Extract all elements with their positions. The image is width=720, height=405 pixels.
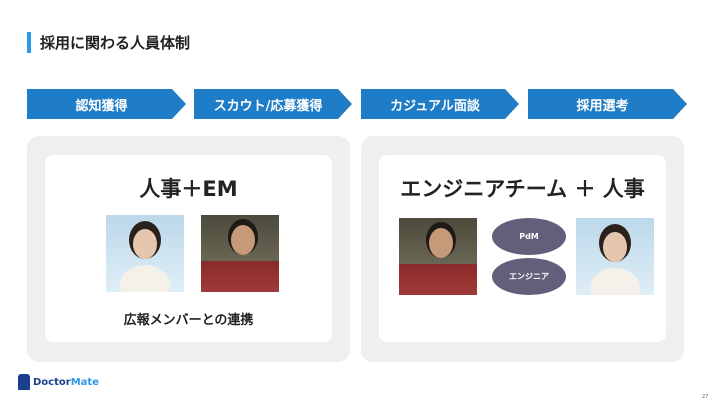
- left-card: [45, 155, 332, 342]
- right-heading: エンジニアチーム ＋ 人事: [400, 177, 645, 201]
- step-arrow-scout: スカウト/応募獲得: [194, 89, 352, 119]
- logo-text-doctor: Doctor: [33, 376, 71, 388]
- logo-text-mate: Mate: [70, 376, 99, 388]
- page-title: 採用に関わる人員体制: [40, 34, 191, 52]
- step-arrow-awareness: 認知獲得: [27, 89, 186, 119]
- step-arrow-casual-interview: カジュアル面談: [361, 89, 519, 119]
- left-heading: 人事＋EM: [139, 177, 238, 201]
- hr-member-photo-right: [576, 218, 654, 295]
- title-accent-bar: [27, 32, 31, 53]
- hr-member-photo: [106, 215, 184, 292]
- role-pdm: PdM: [492, 218, 566, 255]
- engineer-photo: [399, 218, 477, 295]
- em-member-photo: [201, 215, 279, 292]
- step-arrow-selection: 採用選考: [528, 89, 687, 119]
- left-caption: 広報メンバーとの連携: [123, 313, 254, 328]
- role-engineer: エンジニア: [492, 258, 566, 295]
- logo-icon: [18, 374, 30, 390]
- doctormate-logo: DoctorMate: [18, 374, 99, 390]
- page-number: 27: [702, 394, 709, 400]
